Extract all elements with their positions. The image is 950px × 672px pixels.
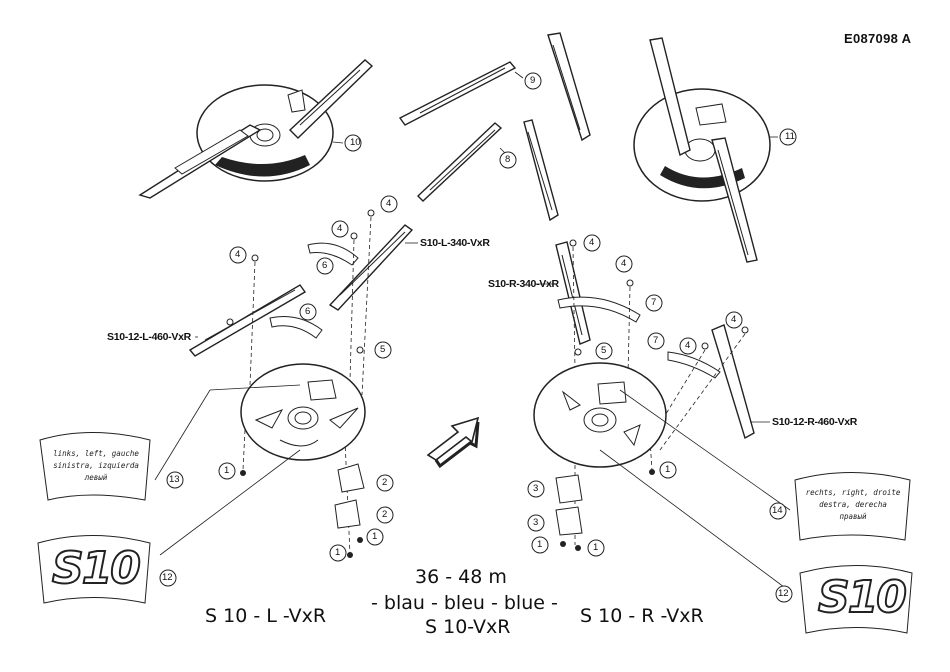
leader-lines [154, 242, 791, 591]
decal-right-logo [799, 565, 913, 634]
decal-right-text [794, 472, 911, 541]
loose-blades-top [398, 32, 591, 222]
callout-6-b: 6 [305, 306, 311, 317]
callout-4-d: 4 [589, 237, 595, 248]
callout-1-b: 1 [372, 531, 378, 542]
callout-4-a: 4 [337, 223, 343, 234]
assembled-disc-left [138, 59, 374, 199]
decal-right-line-3: правый [839, 512, 867, 521]
decal-right-text-content: rechts, right, droite destra, derecha пр… [802, 487, 904, 523]
decal-right-line-2: destra, derecha [819, 500, 887, 509]
callout-2-b: 2 [382, 509, 388, 520]
callout-7-a: 7 [651, 297, 657, 308]
callout-12-b: 12 [778, 588, 789, 599]
caption-model-center: S 10-VxR [425, 616, 511, 638]
callout-3-a: 3 [533, 483, 539, 494]
decal-left-text-content: links, left, gauche sinistra, izquierda … [48, 448, 144, 484]
callout-1-f: 1 [593, 542, 599, 553]
callout-7-b: 7 [653, 335, 659, 346]
decal-right-line-1: rechts, right, droite [805, 488, 901, 497]
right-exploded-parts [533, 239, 755, 551]
callout-1-d: 1 [665, 464, 671, 475]
callout-4-f: 4 [685, 340, 691, 351]
caption-model-left: S 10 - L -VxR [205, 605, 327, 627]
callout-11: 11 [785, 131, 795, 142]
callout-4-g: 4 [731, 314, 737, 325]
callout-6-a: 6 [322, 260, 328, 271]
callout-2-a: 2 [382, 477, 388, 488]
callout-3-b: 3 [533, 517, 539, 528]
left-exploded-parts [188, 209, 414, 558]
decal-left-logo [37, 535, 151, 604]
caption-model-right: S 10 - R -VxR [580, 605, 704, 627]
callout-1-e: 1 [537, 539, 543, 550]
callout-5-b: 5 [601, 345, 607, 356]
decal-left-line-1: links, left, gauche [53, 449, 139, 458]
callout-1-c: 1 [335, 547, 341, 558]
caption-colors: - blau - bleu - blue - [371, 592, 558, 614]
decal-left-line-2: sinistra, izquierda [53, 461, 139, 470]
caption-range: 36 - 48 m [415, 566, 507, 588]
callout-4-b: 4 [386, 198, 392, 209]
callout-9: 9 [530, 75, 536, 86]
label-right-short-blade: S10-R-340-VxR [488, 278, 559, 290]
callout-4-e: 4 [621, 258, 627, 269]
decal-left-logo-text: S10 [51, 542, 142, 595]
decal-left-text [39, 432, 151, 501]
decal-right-logo-text: S10 [817, 571, 908, 624]
drawing-code: E087098 A [844, 31, 912, 46]
callout-13: 13 [169, 474, 180, 485]
callout-14: 14 [772, 505, 783, 516]
label-right-long-blade: S10-12-R-460-VxR [772, 416, 858, 428]
decal-left-line-3: левый [84, 473, 108, 482]
label-left-long-blade: S10-12-L-460-VxR [107, 331, 191, 343]
callout-5-a: 5 [380, 344, 386, 355]
callout-4-c: 4 [235, 249, 241, 260]
assembled-disc-right [633, 37, 778, 263]
callout-8: 8 [505, 154, 511, 165]
label-left-short-blade: S10-L-340-VxR [420, 237, 490, 249]
callout-10: 10 [350, 137, 361, 148]
direction-arrow [426, 416, 480, 469]
callout-12-a: 12 [162, 572, 173, 583]
callout-1-a: 1 [224, 465, 230, 476]
